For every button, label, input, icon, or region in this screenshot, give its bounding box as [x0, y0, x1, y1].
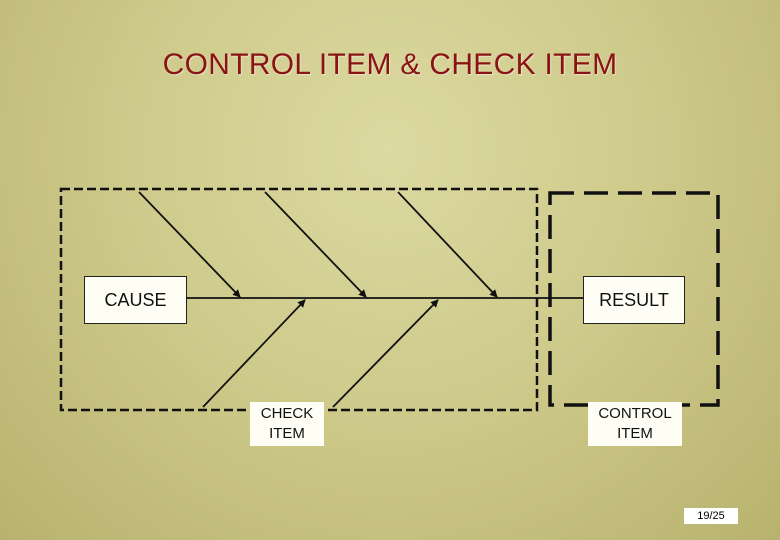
slide-title: CONTROL ITEM & CHECK ITEM	[162, 48, 618, 81]
upper-bone-3	[397, 191, 498, 298]
result-box: RESULT	[583, 276, 685, 324]
lower-bone-1	[202, 299, 306, 408]
lower-bone-2	[332, 299, 439, 408]
cause-box: CAUSE	[84, 276, 187, 324]
upper-bone-1	[138, 191, 241, 298]
page-number: 19/25	[684, 508, 738, 524]
upper-bone-2	[264, 191, 367, 298]
control-item-box: CONTROL ITEM	[588, 402, 682, 446]
cause-group-frame	[59, 187, 539, 412]
check-item-box: CHECK ITEM	[250, 402, 324, 446]
